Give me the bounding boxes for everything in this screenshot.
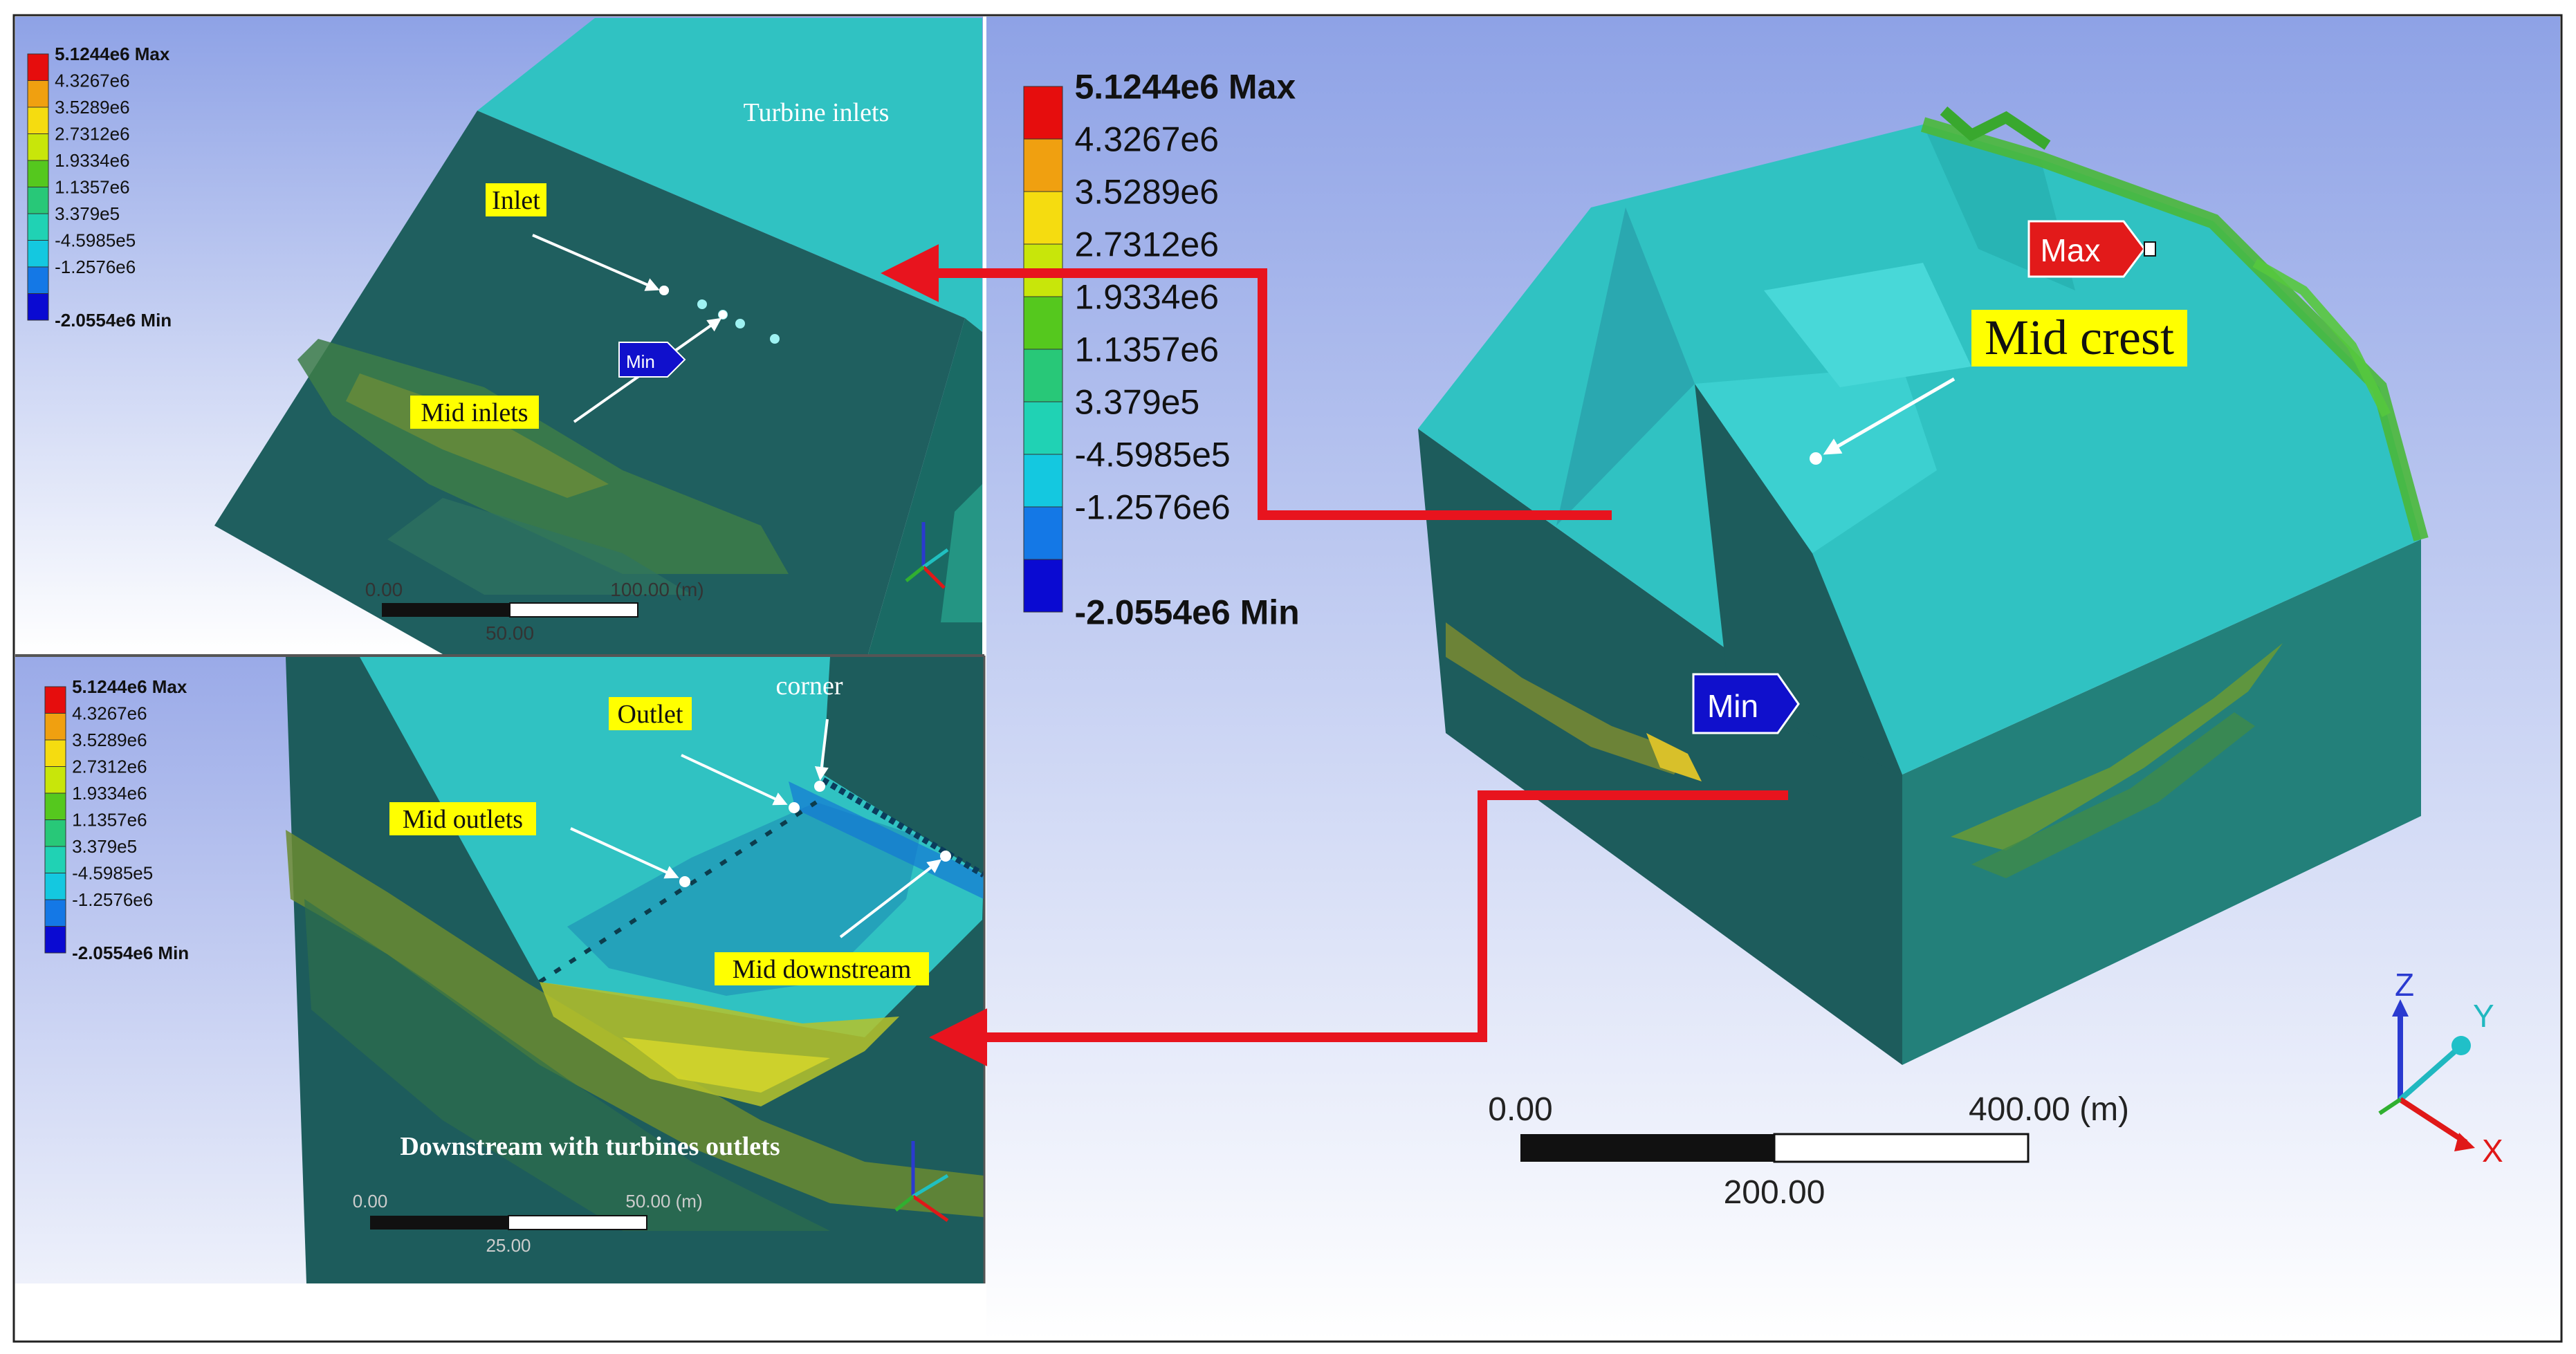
main-legend-label-2: 3.5289e6 — [1075, 173, 1220, 212]
inlets-panel: Min Turbine inlets Inlet Mid inlets 0.00… — [15, 17, 984, 654]
main-scale-right: 400.00 (m) — [1969, 1091, 2129, 1128]
mid-outlets-label: Mid outlets — [403, 805, 523, 834]
inlets-legend: 5.1244e6 Max 4.3267e6 3.5289e6 2.7312e6 1.93… — [27, 44, 172, 331]
inlets-legend-label-3: 2.7312e6 — [55, 124, 129, 145]
inlets-legend-label-6: 3.379e5 — [55, 203, 120, 224]
axis-y-label: Y — [2473, 998, 2494, 1034]
outlets-legend-label-7: -4.5985e5 — [72, 863, 153, 884]
mid-crest-label: Mid crest — [1985, 310, 2174, 365]
outlets-legend-swatch-5 — [44, 819, 66, 847]
outlets-legend-label-0: 5.1244e6 Max — [72, 676, 187, 697]
outlets-legend-swatch-8 — [44, 899, 66, 927]
mid-downstream-label: Mid downstream — [733, 955, 912, 984]
main-legend-swatch-0 — [1023, 86, 1063, 140]
outlets-legend-label-1: 4.3267e6 — [72, 703, 147, 724]
main-scale-mid: 200.00 — [1724, 1174, 1825, 1211]
inlets-legend-label-4: 1.9334e6 — [55, 150, 129, 171]
inlets-scale-left: 0.00 — [365, 579, 403, 600]
main-legend-swatch-9 — [1023, 559, 1063, 613]
inlets-scale-right: 100.00 (m) — [610, 579, 703, 600]
main-panel: Max Min Mid crest 0.00 400.00 (m) 200.00… — [986, 17, 2560, 1340]
main-legend-label-7: -4.5985e5 — [1075, 436, 1231, 474]
outlets-legend-swatch-0 — [44, 686, 66, 714]
inlets-legend-swatch-0 — [27, 53, 49, 81]
main-legend-swatch-5 — [1023, 349, 1063, 402]
outlets-scale-right: 50.00 (m) — [625, 1191, 702, 1212]
inlets-scale-mid: 50.00 — [486, 622, 534, 644]
inlets-legend-swatch-9 — [27, 293, 49, 321]
axis-x-label: X — [2482, 1133, 2503, 1169]
main-scale-left: 0.00 — [1488, 1091, 1552, 1128]
outlets-legend-label-6: 3.379e5 — [72, 836, 137, 857]
main-legend-label-0: 5.1244e6 Max — [1075, 68, 1296, 106]
inlets-legend-swatch-3 — [27, 133, 49, 161]
inlets-legend-label-0: 5.1244e6 Max — [55, 44, 170, 64]
main-legend-swatch-8 — [1023, 506, 1063, 560]
inlets-legend-label-5: 1.1357e6 — [55, 177, 129, 198]
outlets-legend-swatch-3 — [44, 766, 66, 794]
outlets-scale-mid: 25.00 — [486, 1235, 531, 1256]
outlets-legend-label-4: 1.9334e6 — [72, 783, 147, 804]
axis-triad: Z Y X — [2378, 967, 2503, 1169]
inlet-label: Inlet — [492, 186, 540, 215]
inlets-legend-label-7: -4.5985e5 — [55, 230, 136, 251]
main-max-tag: Max — [2041, 232, 2101, 268]
outlets-title: Downstream with turbines outlets — [400, 1132, 780, 1161]
outlet-label: Outlet — [618, 700, 683, 729]
outlets-legend-label-2: 3.5289e6 — [72, 730, 147, 750]
main-legend-label-9: -2.0554e6 Min — [1075, 593, 1300, 632]
outlets-panel: corner Outlet Mid outlets Mid downstream… — [15, 656, 986, 1283]
main-legend-label-1: 4.3267e6 — [1075, 120, 1220, 159]
outlets-legend-swatch-7 — [44, 873, 66, 900]
outlets-legend-swatch-4 — [44, 792, 66, 820]
main-legend-swatch-4 — [1023, 296, 1063, 350]
inlets-legend-swatch-5 — [27, 187, 49, 214]
inlets-legend-swatch-1 — [27, 80, 49, 108]
main-legend-label-8: -1.2576e6 — [1075, 488, 1231, 527]
inlets-legend-swatch-7 — [27, 240, 49, 268]
inlets-legend-swatch-6 — [27, 213, 49, 241]
outlets-legend-swatch-1 — [44, 713, 66, 741]
outlets-legend: 5.1244e6 Max 4.3267e6 3.5289e6 2.7312e6 1.93… — [44, 676, 189, 963]
inlets-title: Turbine inlets — [744, 98, 890, 127]
main-legend-label-3: 2.7312e6 — [1075, 225, 1220, 264]
axis-z-label: Z — [2395, 967, 2414, 1003]
outlets-legend-swatch-2 — [44, 739, 66, 767]
outlets-legend-label-9: -2.0554e6 Min — [72, 943, 189, 963]
inlets-legend-label-8: -1.2576e6 — [55, 257, 136, 277]
main-legend: 5.1244e6 Max 4.3267e6 3.5289e6 2.7312e6 1.93… — [1023, 68, 1300, 632]
main-legend-label-6: 3.379e5 — [1075, 383, 1200, 422]
outlets-legend-label-3: 2.7312e6 — [72, 757, 147, 777]
mid-inlets-label: Mid inlets — [421, 398, 528, 427]
connector-arrow-inlets — [881, 244, 1612, 520]
outlets-legend-swatch-9 — [44, 926, 66, 954]
main-min-tag: Min — [1707, 688, 1758, 724]
outlets-legend-swatch-6 — [44, 846, 66, 873]
inlets-legend-label-1: 4.3267e6 — [55, 71, 129, 91]
outlets-legend-label-8: -1.2576e6 — [72, 889, 153, 910]
main-legend-swatch-2 — [1023, 191, 1063, 245]
main-legend-swatch-6 — [1023, 401, 1063, 455]
inlets-legend-label-9: -2.0554e6 Min — [55, 310, 172, 331]
main-legend-label-5: 1.1357e6 — [1075, 331, 1220, 369]
inlets-min-tag: Min — [626, 351, 655, 372]
inlets-legend-swatch-8 — [27, 266, 49, 294]
inlets-legend-label-2: 3.5289e6 — [55, 97, 129, 118]
outlets-legend-label-5: 1.1357e6 — [72, 810, 147, 831]
main-legend-swatch-1 — [1023, 138, 1063, 192]
outlets-scale-left: 0.00 — [353, 1191, 388, 1212]
corner-label: corner — [775, 671, 843, 701]
inlets-legend-swatch-4 — [27, 160, 49, 187]
inlets-legend-swatch-2 — [27, 106, 49, 134]
main-legend-label-4: 1.9334e6 — [1075, 278, 1220, 317]
connector-arrow-outlets — [929, 790, 1788, 1066]
main-legend-swatch-7 — [1023, 454, 1063, 508]
